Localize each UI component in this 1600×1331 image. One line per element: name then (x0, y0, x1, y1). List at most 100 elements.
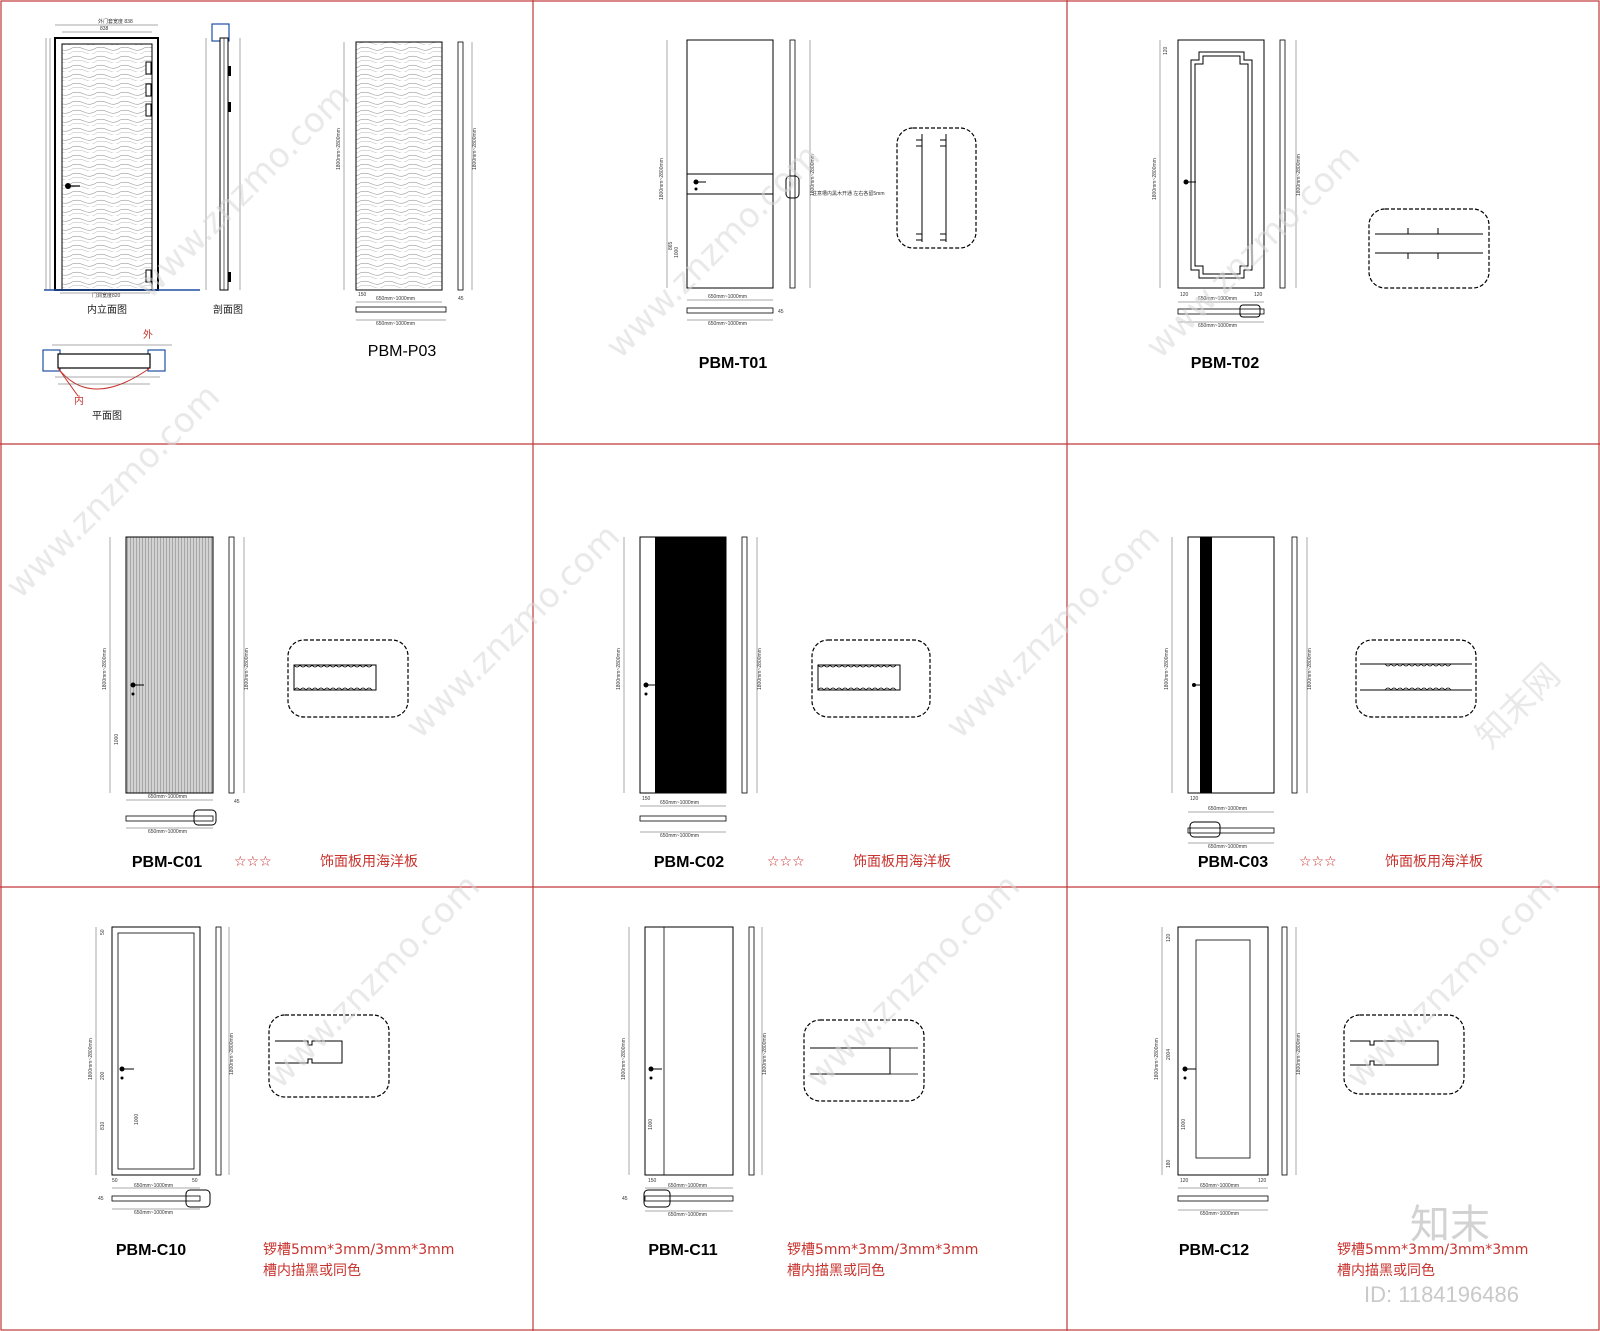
dim-45: 45 (234, 799, 240, 805)
dim-2004: 2004 (1166, 1049, 1172, 1060)
dim-height: 1800mm~2800mm (1296, 154, 1302, 196)
finish-note: 槽内描黑或同色 (787, 1262, 885, 1279)
material-note: 饰面板用海洋板 (853, 854, 951, 870)
dim-width: 650mm~1000mm (148, 794, 187, 800)
dim-width: 650mm~1000mm (1198, 323, 1237, 329)
dim-1000: 1000 (114, 734, 120, 745)
groove-detail (896, 127, 977, 249)
image-id: ID: 1184196486 (1364, 1282, 1519, 1307)
groove-detail (268, 1014, 390, 1098)
dim-height: 1800mm~2800mm (621, 1038, 627, 1080)
dim-120: 120 (1166, 933, 1172, 942)
dim-200: 200 (100, 1071, 106, 1080)
dim-height: 1800mm~2800mm (472, 128, 478, 170)
dim-height: 1800mm~2800mm (229, 1033, 235, 1075)
watermark-text: 知末网 (1468, 656, 1568, 756)
dim-120: 120 (1180, 292, 1189, 298)
dim-1000: 1000 (648, 1119, 654, 1130)
dim-45: 45 (622, 1196, 628, 1202)
dim-120: 120 (1163, 46, 1169, 55)
dim-height: 1800mm~2800mm (659, 158, 665, 200)
dim-height: 1800mm~2800mm (1164, 648, 1170, 690)
front-elevation-label: 内立面图 (87, 303, 127, 316)
dim-45: 45 (458, 296, 464, 302)
cell-pbm-c01: 1800mm~2800mm 1800mm~2800mm 1000 650mm~1… (102, 536, 418, 871)
dim-width: 650mm~1000mm (1208, 844, 1247, 850)
door-code: PBM-C12 (1179, 1242, 1249, 1259)
dim-1000: 1000 (1181, 1119, 1187, 1130)
dim-width: 650mm~1000mm (668, 1212, 707, 1218)
door-code: PBM-T01 (699, 355, 768, 372)
cell-pbm-c12: 1800mm~2800mm 1800mm~2800mm 2004 180 120… (1154, 926, 1528, 1279)
svg-text:门洞宽度820: 门洞宽度820 (92, 292, 121, 299)
rating-stars: ☆☆☆ (1299, 854, 1337, 870)
groove-note: 锣槽5mm*3mm/3mm*3mm (787, 1242, 978, 1258)
cell-pbm-t02: 1800mm~2800mm 1800mm~2800mm 120 650mm~10… (1152, 39, 1490, 372)
svg-text:外门套宽度 838: 外门套宽度 838 (98, 18, 133, 25)
cell-pbm-c02: 1800mm~2800mm 1800mm~2800mm 650mm~1000mm… (616, 536, 951, 871)
dim-50: 50 (192, 1178, 198, 1184)
groove-detail (1343, 1014, 1465, 1095)
door-code: PBM-C01 (132, 854, 202, 871)
rating-stars: ☆☆☆ (234, 854, 272, 870)
dim-180: 180 (1166, 1159, 1172, 1168)
outside-label: 外 (143, 329, 153, 341)
dim-45: 45 (778, 309, 784, 315)
material-note: 饰面板用海洋板 (320, 854, 418, 870)
material-note: 饰面板用海洋板 (1385, 854, 1483, 870)
cell-pbm-c11: 1800mm~2800mm 1800mm~2800mm 1000 650mm~1… (621, 926, 978, 1279)
dim-height: 1800mm~2800mm (102, 648, 108, 690)
groove-detail (1355, 639, 1477, 718)
dim-150: 150 (358, 292, 367, 298)
dim-height: 1800mm~2800mm (88, 1038, 94, 1080)
dim-height: 1800mm~2800mm (1152, 158, 1158, 200)
brand-logo: 知末 (1410, 1202, 1490, 1248)
dim-height: 1800mm~2800mm (1154, 1038, 1160, 1080)
door-section-view (205, 23, 241, 291)
dim-120: 120 (1258, 1178, 1267, 1184)
dim-height: 1800mm~2800mm (336, 128, 342, 170)
dim-150: 150 (642, 796, 651, 802)
dim-height: 1800mm~2800mm (762, 1033, 768, 1075)
dim-width: 650mm~1000mm (660, 833, 699, 839)
dim-50: 50 (112, 1178, 118, 1184)
dim-height: 1800mm~2800mm (1307, 648, 1313, 690)
watermark-layer: www.znzmo.com www.znzmo.com www.znzmo.co… (0, 76, 1568, 1307)
dim-width: 650mm~1000mm (148, 829, 187, 835)
dim-1000: 1000 (134, 1114, 140, 1125)
dim-width: 650mm~1000mm (376, 296, 415, 302)
groove-detail (1368, 208, 1490, 289)
dim-height: 1800mm~2800mm (757, 648, 763, 690)
door-code: PBM-C10 (116, 1242, 186, 1259)
svg-text:838: 838 (100, 26, 109, 32)
dim-120: 120 (1254, 292, 1263, 298)
groove-detail (287, 639, 409, 718)
dim-50: 50 (100, 929, 106, 935)
section-label: 剖面图 (213, 303, 243, 316)
door-front-elevation: 外门套宽度 838 838 门洞宽度820 (44, 18, 200, 299)
dim-width: 650mm~1000mm (708, 294, 747, 300)
groove-note: 注意槽内黑木开通 左右各留5mm (812, 190, 885, 197)
dim-width: 650mm~1000mm (1198, 296, 1237, 302)
dim-width: 650mm~1000mm (134, 1183, 173, 1189)
groove-detail (811, 639, 931, 718)
groove-detail (803, 1019, 925, 1102)
dim-height: 1800mm~2800mm (810, 154, 816, 196)
dim-865: 865 (668, 241, 674, 250)
dim-120: 120 (1190, 796, 1199, 802)
dim-height: 1800mm~2800mm (1296, 1033, 1302, 1075)
cell-pbm-t01: 1800mm~2800mm 1800mm~2800mm 1000 865 650… (659, 39, 977, 372)
inside-label: 内 (74, 394, 84, 407)
watermark-text: www.znzmo.com (128, 76, 358, 306)
dim-1000: 1000 (674, 247, 680, 258)
dim-width: 650mm~1000mm (1200, 1183, 1239, 1189)
door-code: PBM-P03 (368, 343, 437, 360)
dim-45: 45 (98, 1196, 104, 1202)
dim-150: 150 (648, 1178, 657, 1184)
door-code: PBM-C03 (1198, 854, 1268, 871)
door-code: PBM-C11 (648, 1242, 717, 1259)
dim-width: 650mm~1000mm (708, 321, 747, 327)
door-code: PBM-C02 (654, 854, 724, 871)
